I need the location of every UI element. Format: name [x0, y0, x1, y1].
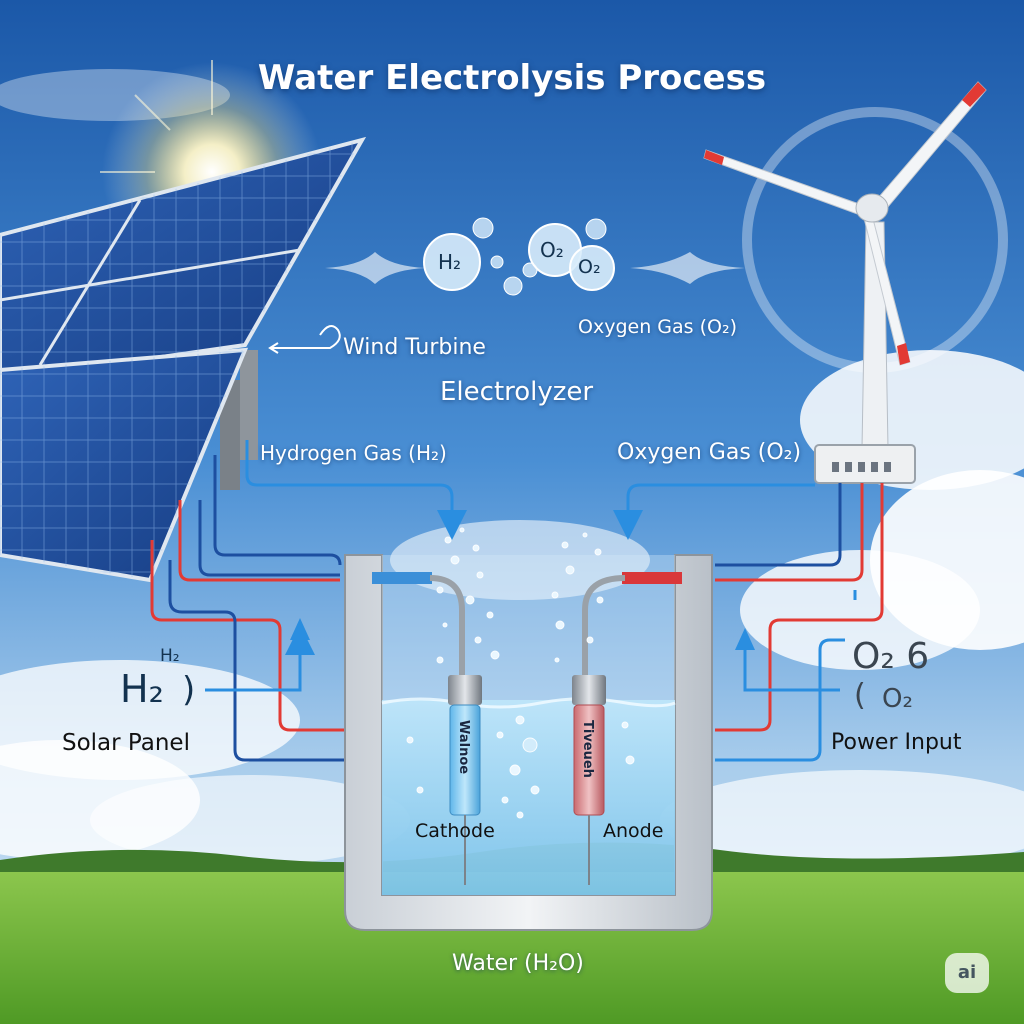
electrolyzer-tank: [344, 554, 713, 931]
oxygen-gas-right-label: Oxygen Gas (O₂): [617, 440, 802, 465]
solar-panel-label: Solar Panel: [62, 730, 190, 756]
power-input-label: Power Input: [831, 730, 962, 755]
anode-electrode: [572, 575, 626, 885]
gas-bubbles-sky: [325, 217, 745, 296]
wind-turbine: [703, 81, 1008, 484]
h2-large-formula: H₂: [120, 667, 164, 711]
water-label: Water (H₂O): [452, 951, 584, 976]
h2-bracket: ): [182, 670, 196, 710]
water-bubbles: [406, 527, 635, 819]
clouds: [0, 69, 1024, 870]
h2-small-formula: H₂: [160, 646, 180, 666]
wind-arrow: [272, 325, 341, 349]
o2-bubble-text-a: O₂: [540, 238, 564, 262]
anode-probe-text: Tiveueh: [580, 720, 595, 778]
o2-small-formula: O₂: [882, 684, 913, 714]
cathode-electrode: [429, 575, 482, 885]
ai-badge: ai: [945, 953, 989, 993]
solar-wiring: [150, 440, 467, 762]
solar-panel: [0, 136, 367, 583]
o2-bracket: (: [854, 678, 866, 713]
oxygen-gas-top-label: Oxygen Gas (O₂): [578, 316, 737, 338]
wind-turbine-label: Wind Turbine: [343, 335, 486, 360]
cathode-probe-text: Walnoe: [456, 720, 471, 775]
anode-label: Anode: [603, 820, 664, 842]
h2-bubble-text: H₂: [438, 250, 462, 274]
cathode-label: Cathode: [415, 820, 495, 842]
electrolyzer-label: Electrolyzer: [440, 377, 594, 407]
hydrogen-gas-label: Hydrogen Gas (H₂): [260, 441, 447, 465]
turbine-wiring: [613, 483, 884, 762]
o2-bubble-text-b: O₂: [578, 256, 601, 278]
o2-large-formula: O₂ 6: [852, 636, 930, 677]
diagram-title: Water Electrolysis Process: [257, 58, 767, 98]
